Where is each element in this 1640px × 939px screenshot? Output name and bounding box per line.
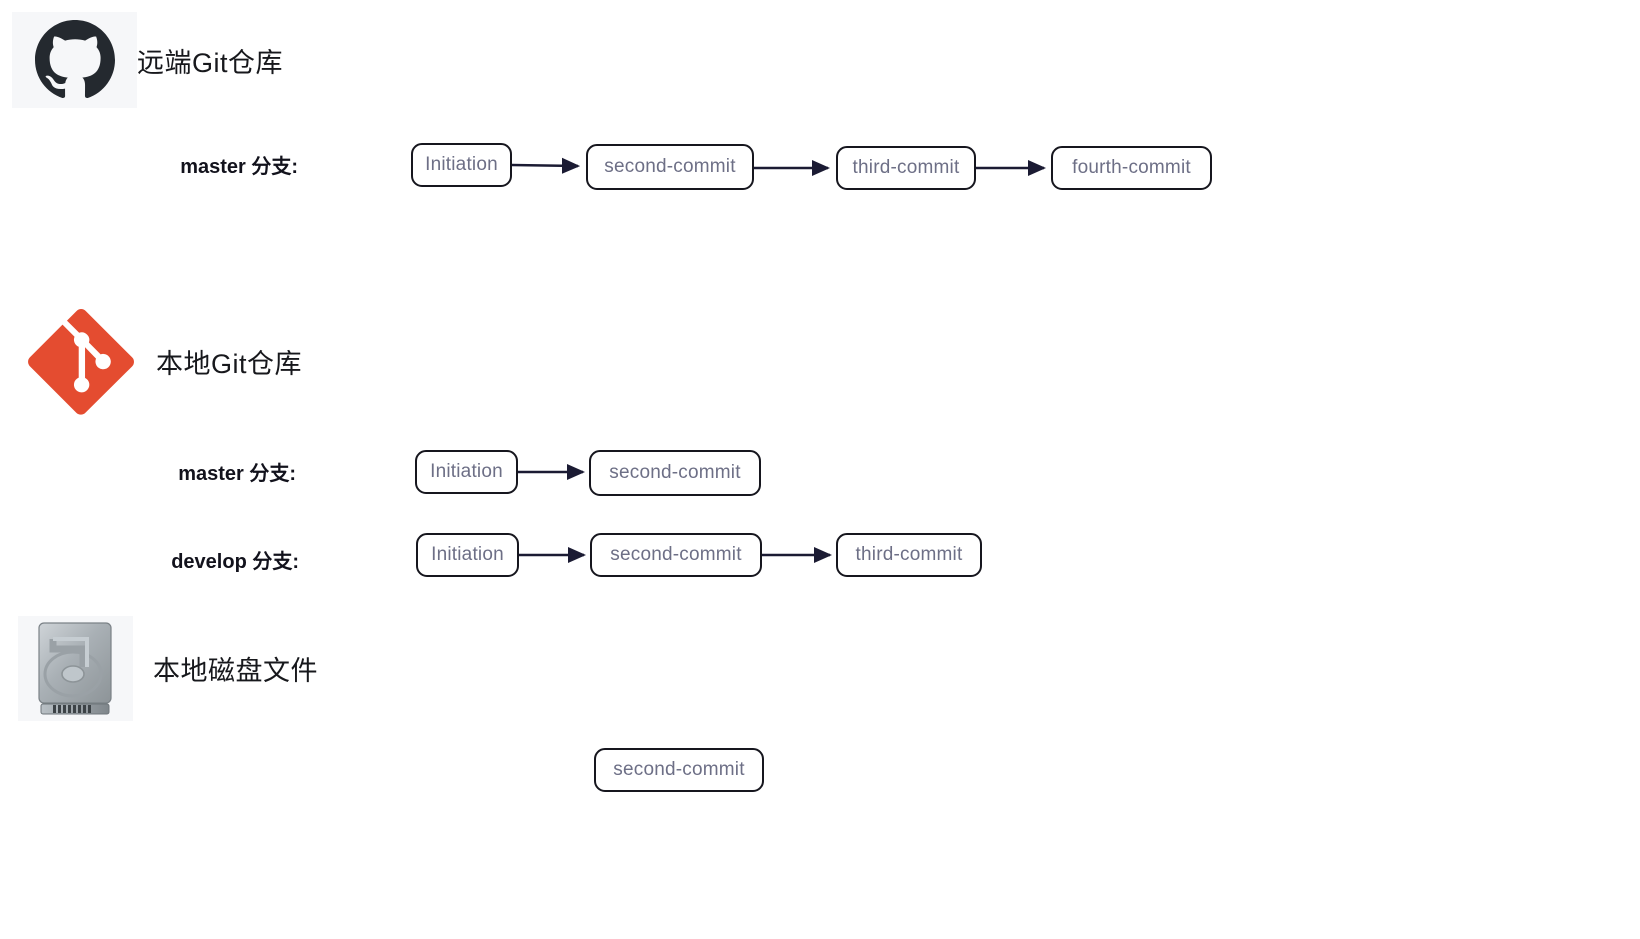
arrow-local-master-1-2 [518, 463, 586, 481]
section-title-remote: 远端Git仓库 [137, 47, 284, 78]
arrow-local-develop-2-3 [762, 546, 833, 564]
commit-node-remote-third-commit[interactable]: third-commit [836, 146, 976, 190]
section-title-local-repo: 本地Git仓库 [156, 349, 303, 379]
arrow-remote-3-4 [976, 159, 1047, 177]
commit-node-remote-initiation[interactable]: Initiation [411, 143, 512, 187]
commit-node-local-develop-second-commit[interactable]: second-commit [590, 533, 762, 577]
commit-node-remote-fourth-commit[interactable]: fourth-commit [1051, 146, 1212, 190]
branch-label-remote-master: master 分支: [180, 156, 298, 178]
github-icon [12, 12, 137, 108]
arrow-remote-2-3 [754, 159, 831, 177]
branch-label-local-develop: develop 分支: [171, 551, 299, 573]
commit-node-local-develop-initiation[interactable]: Initiation [416, 533, 519, 577]
commit-node-local-develop-third-commit[interactable]: third-commit [836, 533, 982, 577]
arrow-remote-1-2 [511, 157, 581, 174]
commit-node-local-master-initiation[interactable]: Initiation [415, 450, 518, 494]
section-header-local-repo: 本地Git仓库 [20, 304, 302, 419]
git-icon [20, 304, 142, 419]
commit-node-local-master-second-commit[interactable]: second-commit [589, 450, 761, 496]
branch-label-local-master: master 分支: [178, 463, 296, 485]
section-title-local-disk: 本地磁盘文件 [153, 656, 318, 686]
arrow-local-develop-1-2 [519, 546, 587, 564]
hard-disk-icon [18, 616, 133, 721]
commit-node-remote-second-commit[interactable]: second-commit [586, 144, 754, 190]
commit-node-disk-second-commit[interactable]: second-commit [594, 748, 764, 792]
section-header-remote: 远端Git仓库 [12, 12, 283, 108]
section-header-local-disk: 本地磁盘文件 [18, 616, 318, 721]
